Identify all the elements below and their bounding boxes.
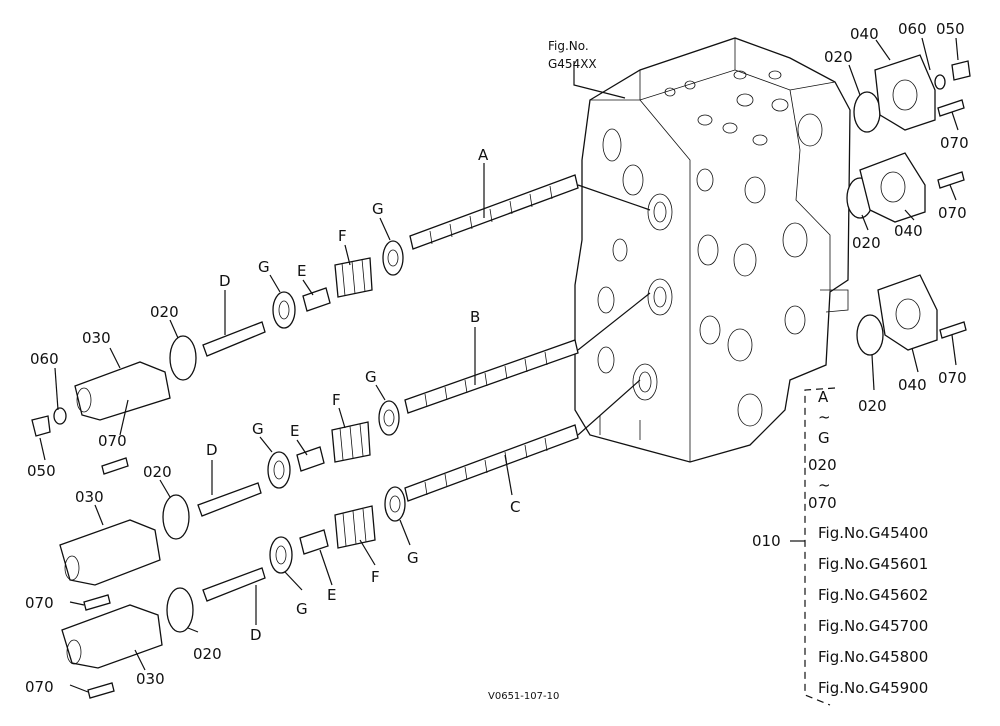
leader-lines: [39, 37, 959, 693]
label-g-mid-2: G: [365, 368, 377, 386]
label-cap-mid: 030: [75, 488, 104, 506]
label-f-bot: F: [371, 568, 380, 586]
spool-c: [404, 424, 579, 502]
label-e-bot: E: [327, 586, 336, 604]
legend-range-start: A: [818, 388, 829, 406]
label-r-bolt-2: 070: [938, 204, 967, 222]
label-g-bot-2: G: [407, 549, 419, 567]
valve-body: [574, 37, 851, 463]
label-d-top: D: [219, 272, 231, 290]
label-oring-mid: 020: [143, 463, 172, 481]
label-r-flange-3: 040: [898, 376, 927, 394]
label-r-flange-2: 040: [894, 222, 923, 240]
label-f-mid: F: [332, 391, 341, 409]
label-spool-b: B: [470, 308, 480, 326]
label-e-mid: E: [290, 422, 299, 440]
legend-tilde-1: ~: [818, 408, 831, 426]
legend-fig-1: Fig.No.G45400: [818, 524, 928, 542]
right-flange-parts: [846, 54, 971, 356]
legend-tilde-2: ~: [818, 476, 831, 494]
legend-fig-2: Fig.No.G45601: [818, 555, 928, 573]
legend-fig-4: Fig.No.G45700: [818, 617, 928, 635]
figure-ref-line2: G454XX: [548, 57, 597, 71]
legend-bracket: [804, 387, 836, 706]
label-r-bolt-3: 070: [938, 369, 967, 387]
label-oring-top: 020: [150, 303, 179, 321]
label-r-oring-2: 020: [852, 234, 881, 252]
label-f-top: F: [338, 227, 347, 245]
middle-row-parts: [59, 400, 400, 611]
spool-a: [409, 174, 579, 250]
label-e-top: E: [297, 262, 306, 280]
legend-range-mid-num: 020: [808, 456, 837, 474]
label-ring-left: 060: [30, 350, 59, 368]
label-r-plug: 050: [936, 20, 965, 38]
label-g-top-2: G: [372, 200, 384, 218]
label-d-bot: D: [250, 626, 262, 644]
label-g-bot-1: G: [296, 600, 308, 618]
label-plug-left: 050: [27, 462, 56, 480]
label-bolt-bot: 070: [25, 678, 54, 696]
label-spool-a: A: [478, 146, 489, 164]
legend-fig-6: Fig.No.G45900: [818, 679, 928, 697]
assembly-legend: A ~ G 020 ~ 070 010 Fig.No.G45400 Fig.No…: [752, 388, 928, 697]
label-g-top-1: G: [258, 258, 270, 276]
label-r-oring-3: 020: [858, 397, 887, 415]
drawing-code: V0651-107-10: [488, 691, 559, 702]
label-oring-bot: 020: [193, 645, 222, 663]
label-bolt-top: 070: [98, 432, 127, 450]
callout-labels: A B C D D D E E E F F F G G G G G G 020 …: [25, 20, 969, 696]
label-r-flange-1: 040: [850, 25, 879, 43]
figure-ref-line1: Fig.No.: [548, 39, 589, 53]
legend-fig-3: Fig.No.G45602: [818, 586, 928, 604]
legend-range-end: 070: [808, 494, 837, 512]
label-r-bolt-1: 070: [940, 134, 969, 152]
label-g-mid-1: G: [252, 420, 264, 438]
legend-fig-5: Fig.No.G45800: [818, 648, 928, 666]
label-r-ring: 060: [898, 20, 927, 38]
top-row-parts: [31, 240, 404, 475]
label-cap-bot: 030: [136, 670, 165, 688]
legend-assembly-number: 010: [752, 532, 781, 550]
label-cap-top: 030: [82, 329, 111, 347]
label-bolt-mid: 070: [25, 594, 54, 612]
label-spool-c: C: [510, 498, 520, 516]
label-d-mid: D: [206, 441, 218, 459]
valve-body-ports: [597, 70, 823, 427]
spool-b: [404, 339, 579, 414]
label-r-oring-1: 020: [824, 48, 853, 66]
figure-ref: Fig.No. G454XX: [548, 39, 597, 71]
spool-guide-lines: [577, 184, 651, 436]
bottom-row-parts: [61, 486, 406, 699]
legend-range-mid-letter: G: [818, 429, 830, 447]
